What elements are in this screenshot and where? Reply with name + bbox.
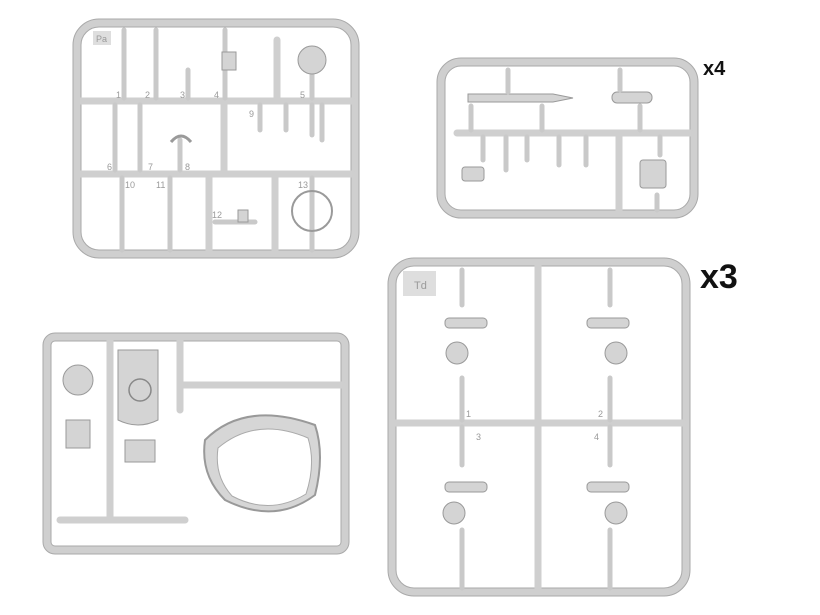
svg-text:2: 2 bbox=[145, 90, 150, 100]
svg-text:4: 4 bbox=[214, 90, 219, 100]
svg-text:13: 13 bbox=[298, 180, 308, 190]
svg-text:1: 1 bbox=[116, 90, 121, 100]
sprue-pa: Pa 1 2 3 4 5 6 7 8 9 10 11 12 bbox=[72, 18, 360, 259]
svg-text:9: 9 bbox=[249, 109, 254, 119]
svg-text:1: 1 bbox=[466, 409, 471, 419]
sprue-code: Pa bbox=[96, 34, 107, 44]
svg-text:7: 7 bbox=[148, 162, 153, 172]
svg-text:10: 10 bbox=[125, 180, 135, 190]
sprue-code-tag bbox=[93, 31, 111, 45]
sprue-td: Td 1 2 3 4 bbox=[387, 257, 691, 597]
svg-text:12: 12 bbox=[212, 210, 222, 220]
svg-text:3: 3 bbox=[180, 90, 185, 100]
multiplier-x3: x3 bbox=[700, 258, 738, 296]
sprue-mantlet bbox=[42, 332, 350, 555]
svg-text:2: 2 bbox=[598, 409, 603, 419]
svg-text:6: 6 bbox=[107, 162, 112, 172]
part-numbers-pa: 1 2 3 4 5 6 7 8 9 10 11 12 13 bbox=[107, 90, 308, 220]
svg-text:3: 3 bbox=[476, 432, 481, 442]
svg-text:4: 4 bbox=[594, 432, 599, 442]
sprue-ammo bbox=[436, 57, 699, 219]
multiplier-x4: x4 bbox=[703, 58, 726, 80]
svg-text:8: 8 bbox=[185, 162, 190, 172]
svg-text:11: 11 bbox=[156, 180, 165, 190]
sprue-code: Td bbox=[414, 280, 427, 292]
svg-text:5: 5 bbox=[300, 90, 305, 100]
sprue-code-tag bbox=[403, 271, 436, 296]
